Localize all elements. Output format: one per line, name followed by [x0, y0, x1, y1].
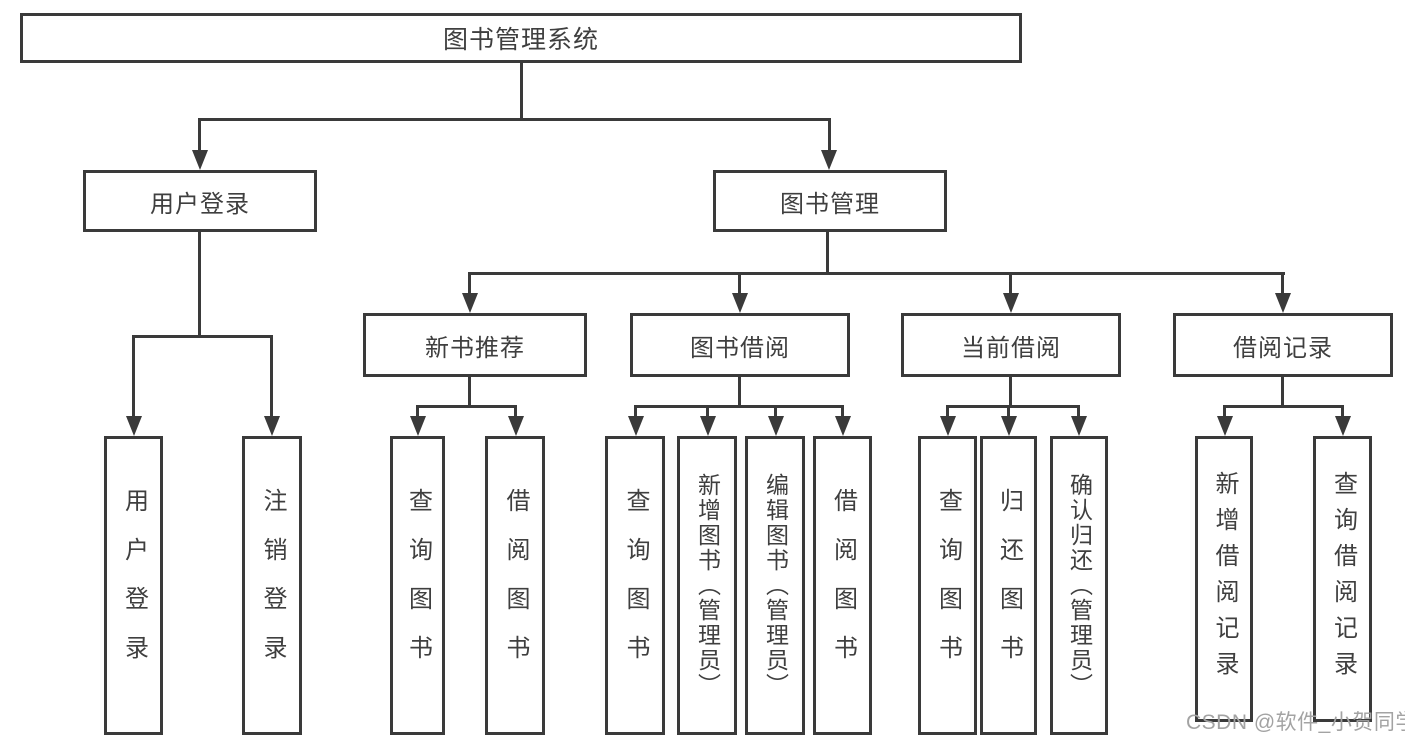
connector-line: [1009, 272, 1012, 295]
arrow-down-icon: [821, 150, 837, 170]
connector-line: [634, 405, 637, 418]
node-book-borrowing: 图书借阅: [630, 313, 850, 377]
arrow-down-icon: [628, 416, 644, 436]
arrow-down-icon: [126, 416, 142, 436]
node-current-borrowing-label: 当前借阅: [961, 334, 1061, 362]
connector-line: [1223, 405, 1343, 408]
node-book-management: 图书管理: [713, 170, 947, 232]
arrow-down-icon: [1335, 416, 1351, 436]
leaf-user-login-label: 用户登录: [120, 487, 148, 684]
connector-line: [416, 405, 517, 408]
node-root-label: 图书管理系统: [442, 26, 599, 54]
leaf-return-books: 归还图书: [980, 436, 1037, 735]
connector-line: [946, 405, 949, 418]
connector-line: [520, 63, 523, 118]
arrow-down-icon: [192, 150, 208, 170]
connector-line: [738, 377, 741, 408]
connector-line: [198, 232, 201, 338]
node-borrowing-records: 借阅记录: [1173, 313, 1393, 377]
connector-line: [1281, 272, 1284, 295]
arrow-down-icon: [1001, 416, 1017, 436]
node-new-book-recommend: 新书推荐: [363, 313, 587, 377]
leaf-borrow-books: 借阅图书: [485, 436, 545, 735]
node-root: 图书管理系统: [20, 13, 1022, 63]
node-new-book-recommend-label: 新书推荐: [425, 334, 525, 362]
connector-line: [634, 405, 844, 408]
leaf-borrow-books: 借阅图书: [813, 436, 872, 735]
connector-line: [1077, 405, 1080, 418]
arrow-down-icon: [462, 293, 478, 313]
connector-line: [468, 272, 471, 295]
connector-line: [468, 272, 1285, 275]
connector-line: [270, 335, 273, 418]
connector-line: [416, 405, 419, 418]
node-user-login-label: 用户登录: [150, 190, 250, 218]
connector-line: [828, 118, 831, 152]
leaf-add-books-admin: 新增图书（管理员）: [677, 436, 737, 735]
leaf-query-borrow-record: 查询借阅记录: [1313, 436, 1372, 722]
node-book-management-label: 图书管理: [780, 190, 880, 218]
arrow-down-icon: [732, 293, 748, 313]
arrow-down-icon: [1217, 416, 1233, 436]
leaf-query-books-label: 查询图书: [404, 487, 432, 684]
connector-line: [946, 405, 1080, 408]
arrow-down-icon: [700, 416, 716, 436]
connector-line: [706, 405, 709, 418]
connector-line: [1007, 405, 1010, 418]
arrow-down-icon: [410, 416, 426, 436]
arrow-down-icon: [508, 416, 524, 436]
connector-line: [132, 335, 135, 418]
leaf-logout-login: 注销登录: [242, 436, 302, 735]
leaf-confirm-return-admin-label: 确认归还（管理员）: [1066, 473, 1093, 698]
leaf-query-books-label: 查询图书: [934, 487, 962, 684]
leaf-user-login: 用户登录: [104, 436, 163, 735]
connector-line: [1281, 377, 1284, 408]
arrow-down-icon: [940, 416, 956, 436]
leaf-query-books: 查询图书: [605, 436, 665, 735]
watermark: CSDN @软件_小贺同学: [1186, 711, 1405, 734]
arrow-down-icon: [264, 416, 280, 436]
arrow-down-icon: [1275, 293, 1291, 313]
node-current-borrowing: 当前借阅: [901, 313, 1121, 377]
connector-line: [1009, 377, 1012, 408]
connector-line: [468, 377, 471, 408]
node-user-login: 用户登录: [83, 170, 317, 232]
arrow-down-icon: [1071, 416, 1087, 436]
arrow-down-icon: [768, 416, 784, 436]
leaf-edit-books-admin-label: 编辑图书（管理员）: [762, 473, 789, 698]
leaf-borrow-books-label: 借阅图书: [502, 487, 529, 684]
connector-line: [514, 405, 517, 418]
arrow-down-icon: [835, 416, 851, 436]
leaf-query-books: 查询图书: [390, 436, 445, 735]
connector-line: [738, 272, 741, 295]
leaf-query-borrow-record-label: 查询借阅记录: [1329, 471, 1357, 687]
connector-line: [1341, 405, 1344, 418]
leaf-return-books-label: 归还图书: [995, 487, 1023, 684]
connector-line: [826, 232, 829, 275]
arrow-down-icon: [1003, 293, 1019, 313]
node-book-borrowing-label: 图书借阅: [690, 334, 790, 362]
leaf-confirm-return-admin: 确认归还（管理员）: [1050, 436, 1108, 735]
connector-line: [1223, 405, 1226, 418]
leaf-query-books-label: 查询图书: [622, 487, 649, 684]
leaf-add-borrow-record-label: 新增借阅记录: [1211, 471, 1238, 687]
node-borrowing-records-label: 借阅记录: [1233, 334, 1333, 362]
leaf-logout-login-label: 注销登录: [259, 487, 286, 684]
connector-line: [133, 335, 273, 338]
leaf-borrow-books-label: 借阅图书: [829, 487, 857, 684]
connector-line: [774, 405, 777, 418]
connector-line: [199, 118, 831, 121]
leaf-add-books-admin-label: 新增图书（管理员）: [694, 473, 721, 698]
leaf-edit-books-admin: 编辑图书（管理员）: [745, 436, 805, 735]
connector-line: [841, 405, 844, 418]
connector-line: [198, 118, 201, 152]
leaf-query-books: 查询图书: [918, 436, 977, 735]
leaf-add-borrow-record: 新增借阅记录: [1195, 436, 1253, 722]
